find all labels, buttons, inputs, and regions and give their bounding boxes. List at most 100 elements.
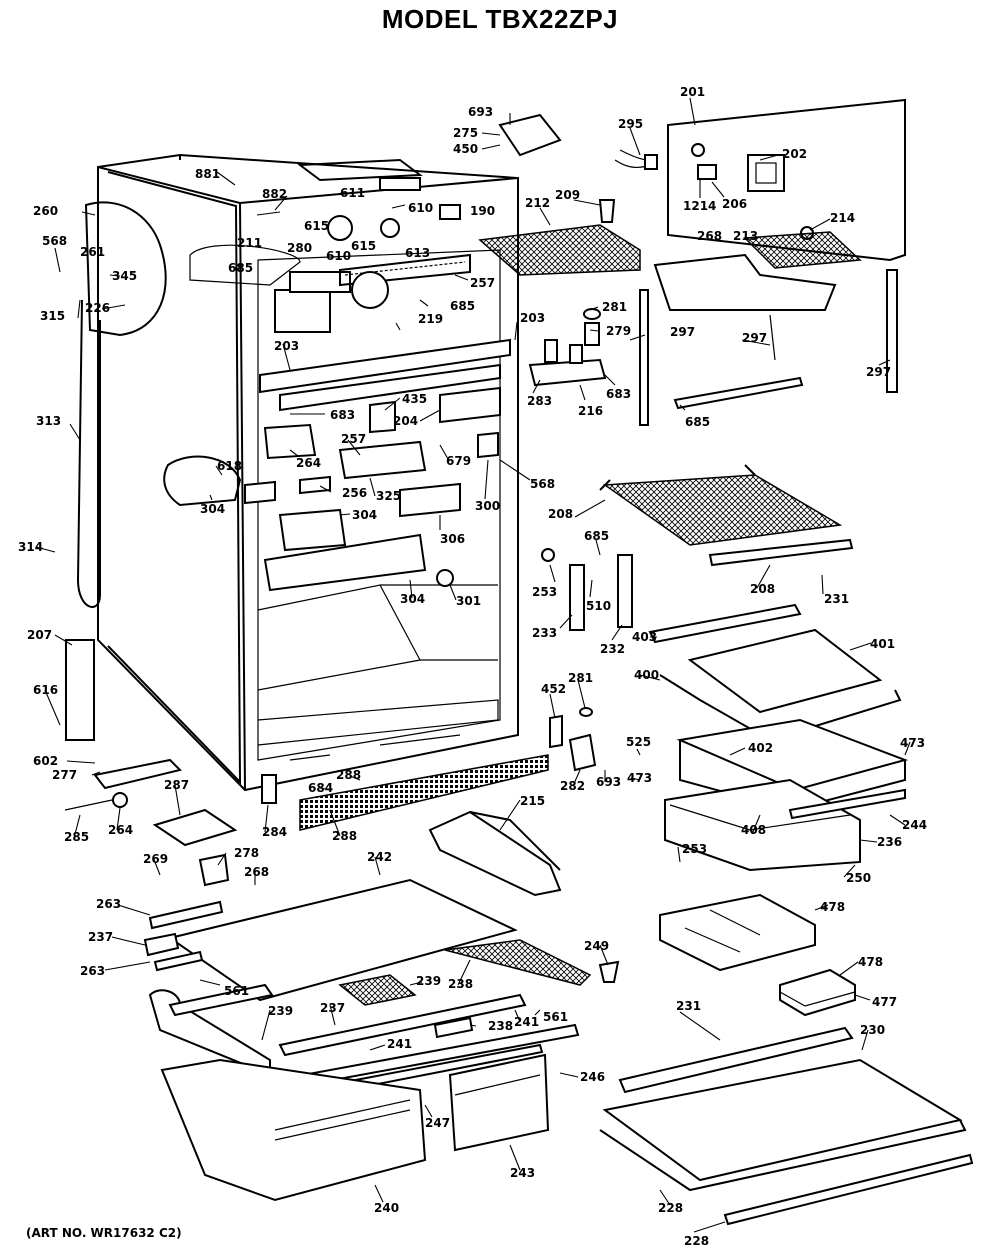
- callout-263: 263: [96, 897, 121, 911]
- control-housings: [163, 386, 501, 592]
- callout-239: 239: [268, 1004, 293, 1018]
- water-tube: [65, 299, 101, 741]
- back-panel: [639, 98, 906, 426]
- callout-275: 275: [453, 126, 478, 140]
- callout-882: 882: [262, 187, 287, 201]
- glass-shelf-242: [143, 878, 620, 1006]
- callout-315: 315: [40, 309, 65, 323]
- callout-297: 297: [866, 365, 891, 379]
- callout-237: 237: [88, 930, 113, 944]
- callout-204: 204: [393, 414, 418, 428]
- callout-313: 313: [36, 414, 61, 428]
- callout-306: 306: [440, 532, 465, 546]
- callout-473: 473: [900, 736, 925, 750]
- callout-209: 209: [555, 188, 580, 202]
- freezer-shelf: [599, 1026, 974, 1226]
- callout-685: 685: [584, 529, 609, 543]
- freezer-baskets: [148, 983, 580, 1202]
- callout-278: 278: [234, 846, 259, 860]
- callout-288: 288: [332, 829, 357, 843]
- callout-285: 285: [64, 830, 89, 844]
- callout-228: 228: [684, 1234, 709, 1248]
- callout-282: 282: [560, 779, 585, 793]
- callout-618: 618: [217, 459, 242, 473]
- callout-241: 241: [514, 1015, 539, 1029]
- callout-226: 226: [85, 301, 110, 315]
- callout-237: 237: [320, 1001, 345, 1015]
- diagram-title: MODEL TBX22ZPJ: [381, 4, 619, 34]
- callout-685: 685: [228, 261, 253, 275]
- callout-284: 284: [262, 825, 287, 839]
- callout-401: 401: [870, 637, 895, 651]
- callout-478: 478: [858, 955, 883, 969]
- callout-610: 610: [326, 249, 351, 263]
- callout-561: 561: [224, 984, 249, 998]
- callout-435: 435: [402, 392, 427, 406]
- callout-238: 238: [488, 1019, 513, 1033]
- deli-tray: [659, 893, 856, 1017]
- callout-260: 260: [33, 204, 58, 218]
- callout-300: 300: [475, 499, 500, 513]
- callout-253: 253: [532, 585, 557, 599]
- callout-256: 256: [342, 486, 367, 500]
- callout-400: 400: [634, 668, 659, 682]
- callout-301: 301: [456, 594, 481, 608]
- mullion-rails: [259, 338, 511, 412]
- callout-304: 304: [200, 502, 225, 516]
- callout-216: 216: [578, 404, 603, 418]
- callout-345: 345: [112, 269, 137, 283]
- callout-613: 613: [405, 246, 430, 260]
- callout-616: 616: [33, 683, 58, 697]
- callout-212: 212: [525, 196, 550, 210]
- callout-268: 268: [244, 865, 269, 879]
- callout-568: 568: [42, 234, 67, 248]
- callout-683: 683: [330, 408, 355, 422]
- callout-207: 207: [27, 628, 52, 642]
- callout-213: 213: [733, 229, 758, 243]
- callout-231: 231: [824, 592, 849, 606]
- callout-403: 403: [632, 630, 657, 644]
- callout-683: 683: [606, 387, 631, 401]
- callout-232: 232: [600, 642, 625, 656]
- callout-240: 240: [374, 1201, 399, 1215]
- callout-510: 510: [586, 599, 611, 613]
- callout-264: 264: [108, 823, 133, 837]
- callout-243: 243: [510, 1166, 535, 1180]
- callout-297: 297: [670, 325, 695, 339]
- callout-281: 281: [568, 671, 593, 685]
- callout-247: 247: [425, 1116, 450, 1130]
- callout-215: 215: [520, 794, 545, 808]
- callout-219: 219: [418, 312, 443, 326]
- callout-297: 297: [742, 331, 767, 345]
- callout-684: 684: [308, 781, 333, 795]
- lower-hinge-parts: [64, 758, 238, 887]
- bracket-275: [498, 113, 658, 170]
- callout-288: 288: [336, 768, 361, 782]
- callout-314: 314: [18, 540, 43, 554]
- callout-257: 257: [470, 276, 495, 290]
- callout-244: 244: [902, 818, 927, 832]
- callout-611: 611: [340, 186, 365, 200]
- callout-253: 253: [682, 842, 707, 856]
- callout-277: 277: [52, 768, 77, 782]
- callout-602: 602: [33, 754, 58, 768]
- callout-304: 304: [352, 508, 377, 522]
- callout-233: 233: [532, 626, 557, 640]
- callout-615: 615: [351, 239, 376, 253]
- callout-615: 615: [304, 219, 329, 233]
- callout-242: 242: [367, 850, 392, 864]
- callout-201: 201: [680, 85, 705, 99]
- callout-239: 239: [416, 974, 441, 988]
- callout-labels: 693 275 450 295 201 202 1214 206 214 268…: [18, 85, 927, 1248]
- callout-525: 525: [626, 735, 651, 749]
- callout-283: 283: [527, 394, 552, 408]
- callout-685: 685: [685, 415, 710, 429]
- callout-473: 473: [627, 771, 652, 785]
- callout-246: 246: [580, 1070, 605, 1084]
- base-grille: [261, 754, 549, 831]
- callout-280: 280: [287, 241, 312, 255]
- callout-693: 693: [468, 105, 493, 119]
- art-number: (ART NO. WR17632 C2): [26, 1226, 182, 1240]
- callout-478: 478: [820, 900, 845, 914]
